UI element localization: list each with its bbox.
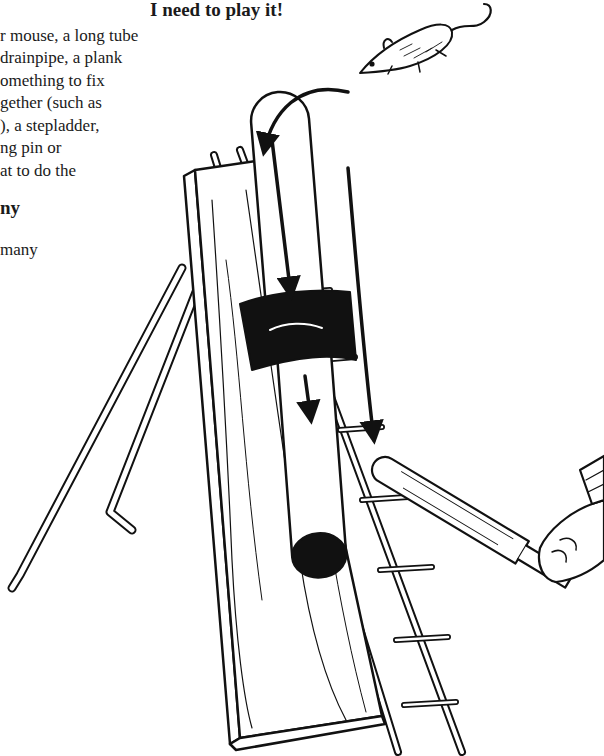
body-text: ), a stepladder,	[0, 116, 99, 136]
motion-arrow	[305, 376, 311, 420]
mouse	[360, 4, 491, 74]
motion-arrow	[272, 140, 291, 296]
tape	[240, 291, 356, 371]
tape	[270, 324, 322, 330]
body-text: at to do the	[0, 161, 76, 181]
body-text: r mouse, a long tube	[0, 26, 138, 46]
section-heading: ny	[0, 198, 20, 218]
motion-arrow	[264, 89, 348, 152]
ladder-leg	[12, 268, 196, 588]
body-text: drainpipe, a plank	[0, 48, 122, 68]
drainpipe	[276, 338, 348, 579]
body-text: ng pin or	[0, 138, 61, 158]
body-text: many	[0, 240, 38, 260]
motion-arrow	[348, 168, 374, 440]
hand	[539, 456, 604, 582]
section-heading: I need to play it!	[150, 0, 283, 20]
body-text: gether (such as	[0, 93, 102, 113]
body-text: omething to fix	[0, 71, 105, 91]
